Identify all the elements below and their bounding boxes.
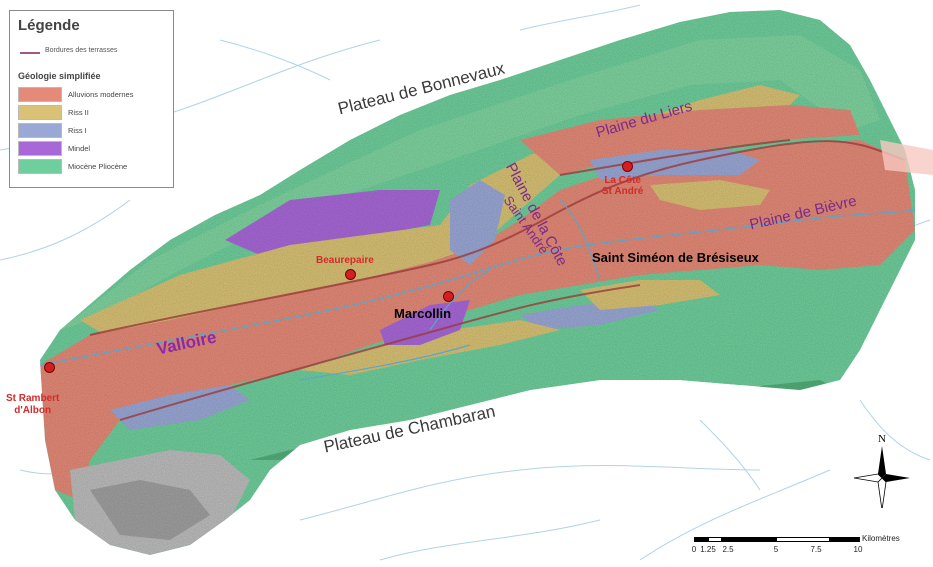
town-marker-beaurepaire[interactable]: [345, 269, 356, 280]
scale-tick: 5: [773, 545, 779, 554]
scale-tick: 10: [853, 545, 863, 554]
legend-label: Riss II: [68, 108, 89, 117]
town-label-line: St André: [602, 186, 644, 197]
scale-segment: [830, 537, 860, 542]
map-legend: Légende Bordures des terrasses Géologie …: [9, 10, 174, 188]
terrace-border-symbol: [20, 52, 40, 54]
scale-tick: 2.5: [722, 545, 734, 554]
legend-item-miocene: Miocène Pliocène: [18, 159, 168, 175]
town-label-line: St Rambert: [6, 393, 60, 404]
town-marker-st-rambert[interactable]: [44, 362, 55, 373]
legend-label: Mindel: [68, 144, 91, 153]
town-label-line: La Côte: [604, 175, 641, 186]
scale-segment: [708, 537, 722, 542]
legend-terraces-row: Bordures des terrasses: [18, 47, 168, 59]
town-label-st-rambert: St Rambert d'Albon: [6, 393, 59, 417]
town-marker-marcollin[interactable]: [443, 291, 454, 302]
town-label-la-cote-st-andre: La Côte St André: [602, 175, 643, 197]
scale-unit: Kilomètres: [862, 534, 900, 543]
town-marker-la-cote-st-andre[interactable]: [622, 161, 633, 172]
legend-terraces-label: Bordures des terrasses: [45, 47, 118, 54]
scale-segment: [722, 537, 776, 542]
legend-swatch: [18, 159, 62, 174]
legend-item-alluvions: Alluvions modernes: [18, 87, 168, 103]
scale-tick: 0: [691, 545, 697, 554]
town-label-saint-simeon: Saint Siméon de Brésiseux: [592, 250, 759, 265]
north-arrow: N: [850, 430, 914, 511]
scale-segment: [694, 537, 708, 542]
scale-tick: 7.5: [810, 545, 822, 554]
scale-segment: [776, 537, 830, 542]
compass-north-label: N: [878, 433, 886, 445]
legend-swatch: [18, 105, 62, 120]
legend-label: Riss I: [68, 126, 87, 135]
compass-rose-icon: N: [853, 433, 910, 511]
town-label-beaurepaire: Beaurepaire: [316, 255, 374, 266]
legend-swatch: [18, 87, 62, 102]
scale-tick: 1.25: [700, 545, 716, 554]
edge-shading: [880, 140, 933, 175]
legend-label: Alluvions modernes: [68, 90, 134, 99]
river-network: [0, 4, 931, 561]
legend-title: Légende: [18, 17, 80, 34]
legend-swatch: [18, 141, 62, 156]
legend-swatch: [18, 123, 62, 138]
town-label-line: d'Albon: [14, 405, 52, 416]
town-label-marcollin: Marcollin: [394, 306, 452, 321]
scale-bar: Kilomètres 0 1.25 2.5 5 7.5 10: [691, 534, 914, 559]
legend-item-riss2: Riss II: [18, 105, 168, 121]
legend-item-riss1: Riss I: [18, 123, 168, 139]
legend-geology-title: Géologie simplifiée: [18, 71, 101, 81]
legend-label: Miocène Pliocène: [68, 162, 128, 171]
legend-item-mindel: Mindel: [18, 141, 168, 157]
